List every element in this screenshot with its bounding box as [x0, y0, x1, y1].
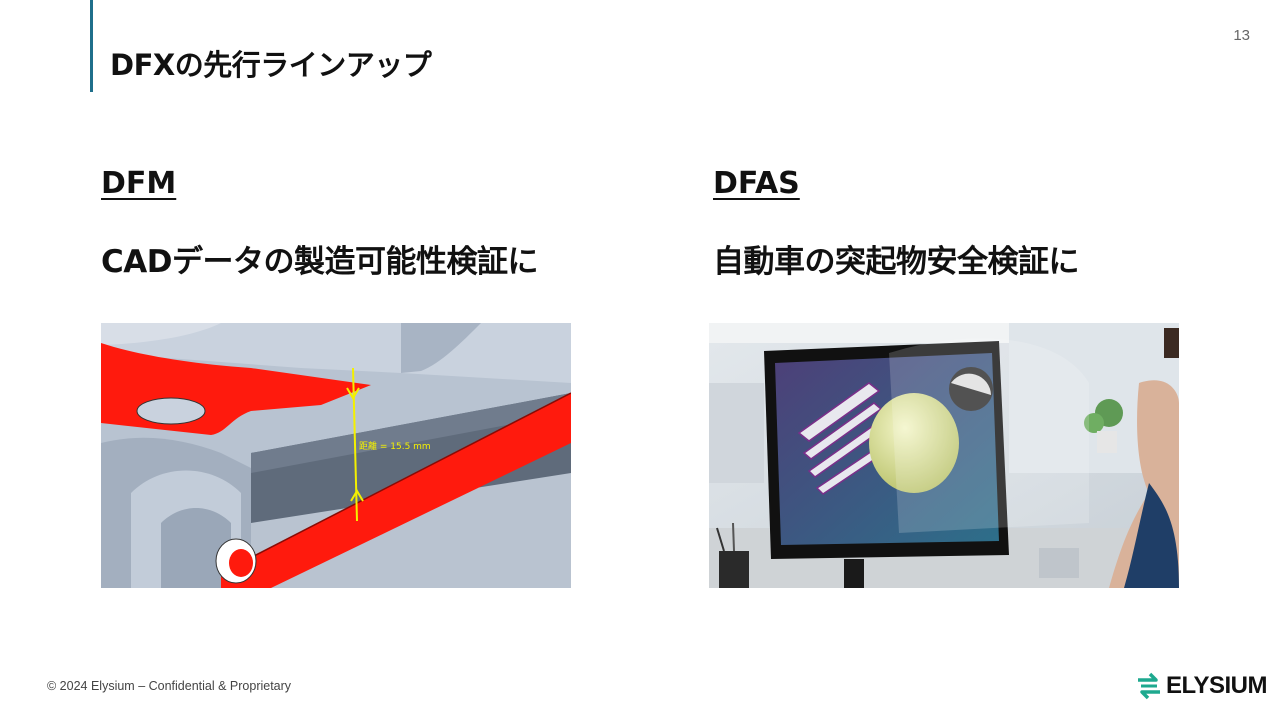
- page-number: 13: [1233, 27, 1250, 44]
- dfm-cad-image: 距離 = 15.5 mm: [101, 323, 571, 588]
- dfas-monitor-photo: [709, 323, 1179, 588]
- elysium-arrows-icon: [1138, 672, 1160, 700]
- footer-copyright: © 2024 Elysium – Confidential & Propriet…: [47, 679, 292, 693]
- logo-text: ELYSIUM: [1166, 672, 1267, 699]
- title-accent-bar: [90, 0, 93, 92]
- dfm-cad-illustration: 距離 = 15.5 mm: [101, 323, 571, 588]
- measurement-label: 距離 = 15.5 mm: [359, 440, 431, 452]
- slide-title: DFXの先行ラインアップ: [110, 48, 432, 82]
- dfm-subtitle: CADデータの製造可能性検証に: [101, 244, 538, 280]
- dfm-heading: DFM: [101, 166, 177, 201]
- dfas-office-illustration: [709, 323, 1179, 588]
- dfas-heading: DFAS: [713, 166, 800, 201]
- dfas-subtitle: 自動車の突起物安全検証に: [713, 244, 1080, 280]
- elysium-logo: ELYSIUM: [1136, 670, 1267, 702]
